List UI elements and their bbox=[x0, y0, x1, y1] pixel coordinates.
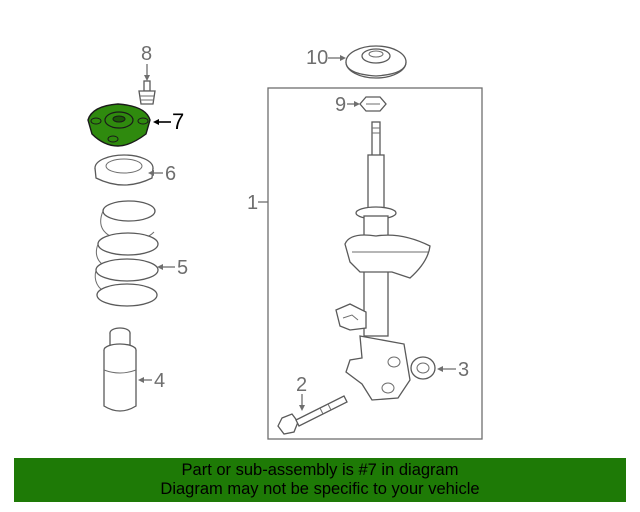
info-banner: Part or sub-assembly is #7 in diagram Di… bbox=[14, 458, 626, 502]
banner-line-2: Diagram may not be specific to your vehi… bbox=[160, 480, 480, 498]
callout-9: 9 bbox=[335, 94, 346, 116]
callout-10: 10 bbox=[306, 47, 328, 69]
callout-8: 8 bbox=[141, 43, 152, 65]
callout-7: 7 bbox=[172, 109, 184, 134]
arrow-10 bbox=[340, 55, 346, 61]
arrow-2 bbox=[299, 405, 305, 411]
callout-4: 4 bbox=[154, 370, 165, 392]
strut-assembly-frame bbox=[267, 87, 483, 440]
part-5-coil-spring[interactable] bbox=[94, 200, 159, 307]
arrow-9 bbox=[354, 101, 360, 107]
callout-6: 6 bbox=[165, 163, 176, 185]
banner-line-1: Part or sub-assembly is #7 in diagram bbox=[181, 461, 459, 479]
strut-body[interactable] bbox=[335, 121, 431, 401]
part-8-bolt[interactable] bbox=[138, 80, 156, 105]
callout-5: 5 bbox=[177, 257, 188, 279]
arrow-5 bbox=[157, 264, 163, 270]
part-2-bolt[interactable] bbox=[277, 395, 348, 435]
part-10-insulator[interactable] bbox=[345, 45, 407, 79]
part-9-nut[interactable] bbox=[359, 96, 387, 112]
arrow-3 bbox=[437, 366, 443, 372]
parts-diagram: 10 1 9 3 bbox=[87, 43, 483, 440]
part-6-spring-seat[interactable] bbox=[94, 154, 154, 186]
arrow-8 bbox=[144, 75, 150, 81]
part-4-bump-stop[interactable] bbox=[103, 327, 137, 412]
arrow-7 bbox=[153, 119, 159, 125]
callout-2: 2 bbox=[296, 374, 307, 396]
callout-1: 1 bbox=[247, 192, 258, 214]
part-7-strut-mount-highlighted[interactable] bbox=[87, 103, 151, 147]
arrow-4 bbox=[138, 377, 144, 383]
arrow-6 bbox=[148, 170, 154, 176]
callout-3: 3 bbox=[458, 359, 469, 381]
part-3-nut[interactable] bbox=[410, 356, 436, 380]
